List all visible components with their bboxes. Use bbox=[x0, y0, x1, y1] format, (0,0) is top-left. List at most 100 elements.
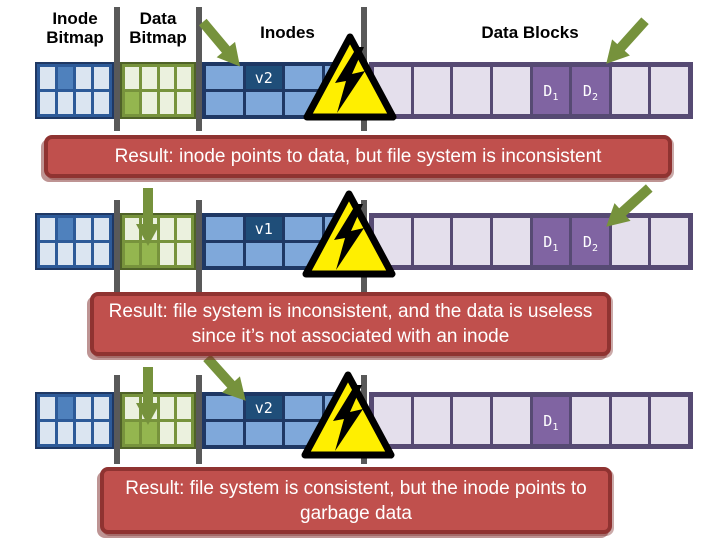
arrow-to-data-bitmap-icon bbox=[136, 188, 160, 246]
inode-bitmap-cell bbox=[94, 243, 109, 265]
data-block bbox=[611, 67, 649, 114]
result-banner: Result: inode points to data, but file s… bbox=[44, 135, 672, 178]
arrow-to-data-block-icon bbox=[606, 17, 649, 64]
data-bitmap-cell bbox=[159, 397, 174, 419]
data-bitmap-cell bbox=[159, 243, 174, 265]
inode-bitmap-cell bbox=[76, 92, 91, 114]
data-bitmap-cell bbox=[159, 92, 174, 114]
data-bitmap-cell bbox=[125, 92, 140, 114]
data-bitmap-cell bbox=[142, 67, 157, 89]
inode-bitmap-cell bbox=[58, 67, 73, 89]
inode-block bbox=[206, 217, 243, 240]
inode-block: v2 bbox=[245, 396, 282, 419]
section-divider bbox=[114, 7, 120, 131]
data-bitmap-cell bbox=[125, 218, 140, 240]
inode-block: v1 bbox=[245, 217, 282, 240]
section-divider bbox=[114, 375, 120, 464]
data-bitmap-cell bbox=[125, 397, 140, 419]
data-block bbox=[413, 67, 451, 114]
data-bitmap-cell bbox=[142, 243, 157, 265]
data-block: D1 bbox=[532, 397, 570, 444]
arrow-to-data-bitmap-icon bbox=[136, 367, 160, 425]
data-block: D2 bbox=[572, 67, 609, 114]
inode-bitmap-cell bbox=[40, 67, 55, 89]
data-block bbox=[413, 218, 451, 265]
section-divider bbox=[196, 7, 202, 131]
data-block bbox=[651, 218, 688, 265]
data-block bbox=[651, 67, 688, 114]
arrow-to-data-block-icon bbox=[606, 184, 653, 227]
inode-bitmap-cell bbox=[40, 422, 55, 444]
inode-bitmap-cell bbox=[94, 218, 109, 240]
data-bitmap-grid bbox=[120, 213, 196, 270]
data-block bbox=[651, 397, 688, 444]
data-block: D1 bbox=[532, 67, 570, 114]
result-banner: Result: file system is inconsistent, and… bbox=[90, 292, 611, 356]
data-bitmap-cell bbox=[125, 422, 140, 444]
data-bitmap-cell bbox=[176, 422, 191, 444]
data-bitmap-cell bbox=[176, 92, 191, 114]
inode-bitmap-cell bbox=[76, 397, 91, 419]
inode-block bbox=[206, 92, 243, 115]
data-block bbox=[492, 218, 530, 265]
inode-bitmap-cell bbox=[40, 218, 55, 240]
data-bitmap-cell bbox=[176, 243, 191, 265]
inode-bitmap-cell bbox=[76, 243, 91, 265]
data-block bbox=[492, 397, 530, 444]
inode-block bbox=[285, 217, 322, 240]
column-label-inodes: Inodes bbox=[260, 23, 315, 42]
data-bitmap-cell bbox=[159, 67, 174, 89]
data-block bbox=[611, 397, 649, 444]
data-bitmap-cell bbox=[125, 243, 140, 265]
data-block bbox=[492, 67, 530, 114]
data-bitmap-cell bbox=[176, 218, 191, 240]
inode-bitmap-cell bbox=[76, 67, 91, 89]
data-bitmap-cell bbox=[142, 422, 157, 444]
inode-bitmap-cell bbox=[40, 92, 55, 114]
inode-block bbox=[206, 422, 243, 445]
result-banner: Result: file system is consistent, but t… bbox=[100, 467, 612, 534]
inode-bitmap-grid bbox=[35, 62, 114, 119]
data-block bbox=[453, 218, 490, 265]
inode-block bbox=[245, 243, 282, 266]
data-bitmap-grid bbox=[120, 392, 196, 449]
data-bitmap-cell bbox=[159, 422, 174, 444]
inode-bitmap-cell bbox=[58, 92, 73, 114]
section-divider bbox=[196, 375, 202, 464]
data-bitmap-grid bbox=[120, 62, 196, 119]
inode-bitmap-cell bbox=[58, 397, 73, 419]
inode-bitmap-cell bbox=[76, 218, 91, 240]
inode-bitmap-cell bbox=[58, 218, 73, 240]
crash-warning-icon bbox=[302, 190, 396, 278]
crash-warning-icon bbox=[301, 371, 395, 459]
inode-bitmap-cell bbox=[76, 422, 91, 444]
inode-bitmap-cell bbox=[94, 67, 109, 89]
arrow-to-inode-icon bbox=[198, 18, 240, 67]
data-block bbox=[572, 397, 609, 444]
inode-bitmap-cell bbox=[58, 422, 73, 444]
column-label-inode-bitmap: Inode Bitmap bbox=[20, 9, 130, 47]
data-block bbox=[611, 218, 649, 265]
inode-block bbox=[206, 243, 243, 266]
column-label-line: Bitmap bbox=[46, 28, 104, 47]
inode-bitmap-cell bbox=[94, 397, 109, 419]
section-divider bbox=[196, 200, 202, 292]
inode-bitmap-cell bbox=[58, 243, 73, 265]
data-block bbox=[453, 67, 490, 114]
data-bitmap-cell bbox=[176, 67, 191, 89]
data-block bbox=[453, 397, 490, 444]
inode-bitmap-grid bbox=[35, 213, 114, 270]
crash-warning-icon bbox=[303, 33, 397, 121]
data-bitmap-cell bbox=[125, 67, 140, 89]
data-bitmap-cell bbox=[142, 92, 157, 114]
inode-block bbox=[206, 396, 243, 419]
inode-bitmap-cell bbox=[40, 397, 55, 419]
inode-bitmap-cell bbox=[40, 243, 55, 265]
arrow-to-inode-icon bbox=[203, 354, 246, 401]
inode-block bbox=[206, 66, 243, 89]
data-block: D2 bbox=[572, 218, 609, 265]
section-divider bbox=[114, 200, 120, 292]
